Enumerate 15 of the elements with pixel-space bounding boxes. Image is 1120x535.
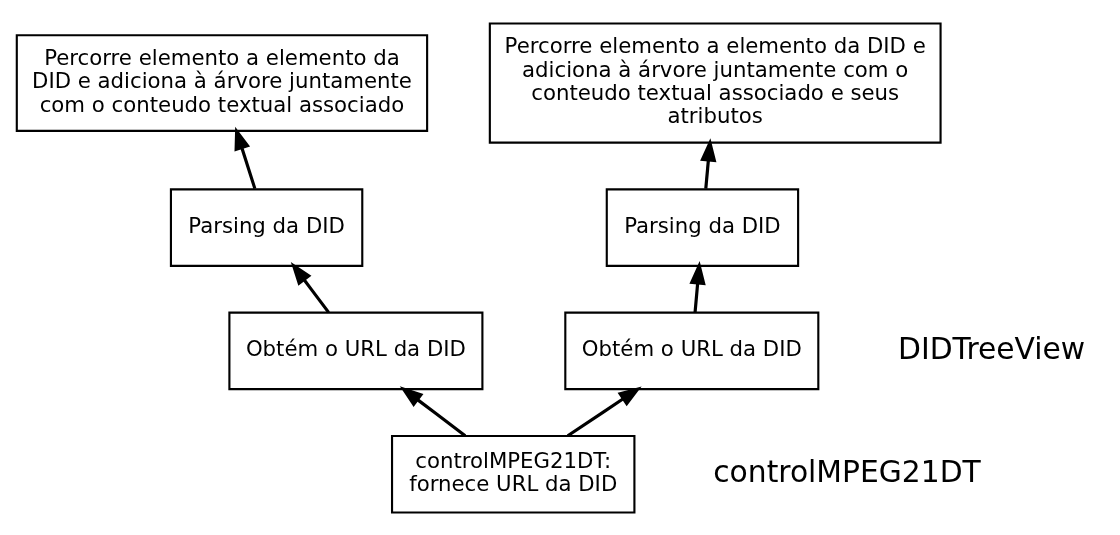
arrow bbox=[566, 386, 642, 437]
arrow bbox=[689, 260, 706, 313]
node-box: Parsing da DID bbox=[605, 187, 800, 267]
arrow bbox=[234, 126, 257, 189]
node-box: Percorre elemento a elemento da DID e adiciona à árvore juntamente com o conteudo textual associado e seus atributos bbox=[488, 21, 942, 144]
node-box: Obtém o URL da DID bbox=[228, 311, 484, 390]
arrow bbox=[700, 137, 717, 189]
node-box: controlMPEG21DT: fornece URL da DID bbox=[390, 434, 636, 514]
node-box: Obtém o URL da DID bbox=[564, 311, 820, 390]
arrow bbox=[290, 261, 330, 313]
node-box: Parsing da DID bbox=[169, 187, 364, 267]
node-box: Percorre elemento a elemento da DID e adiciona à árvore juntamente com o conteudo textual associado bbox=[15, 33, 429, 132]
arrow bbox=[399, 385, 467, 437]
label: controlMPEG21DT bbox=[713, 453, 981, 489]
label: DIDTreeView bbox=[898, 330, 1086, 366]
